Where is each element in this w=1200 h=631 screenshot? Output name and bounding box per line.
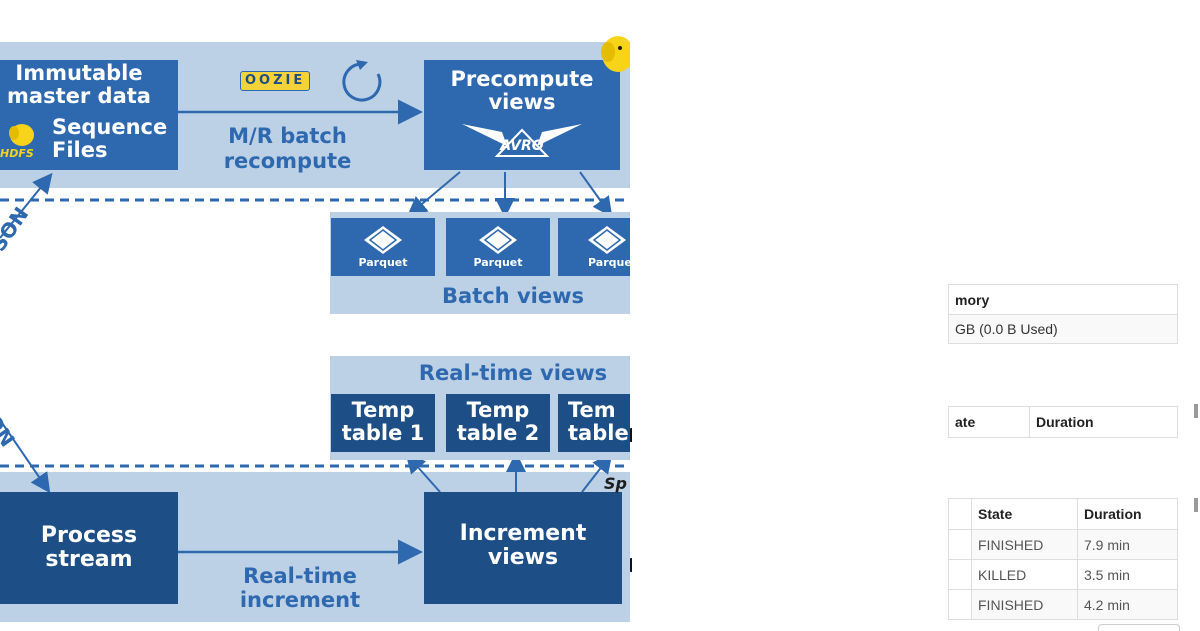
duration-column-header[interactable]: Duration (1084, 506, 1142, 522)
avro-logo: AVRO (457, 120, 587, 160)
batch-recompute-label: M/R batch recompute (200, 124, 375, 174)
sequence-files-line2: Files (52, 138, 108, 162)
app-state: FINISHED (972, 590, 1077, 619)
temp-table-2-line1: Temp (466, 398, 530, 422)
avro-wings-icon (462, 124, 582, 157)
increment-views-line1: Increment (459, 521, 587, 546)
realtime-increment-line1: Real-time (243, 564, 357, 588)
precompute-line1: Precompute (450, 67, 594, 91)
master-data-block: Immutable master data HDFS Sequence File… (0, 60, 178, 170)
temp-table-3: Tem table (558, 394, 630, 452)
parquet-icon (479, 226, 517, 254)
realtime-increment-label: Real-time increment (212, 564, 388, 612)
parquet-label: Parquet (358, 256, 408, 269)
hdfs-logo: HDFS (0, 117, 44, 161)
realtime-increment-line2: increment (239, 588, 361, 612)
state-column-header[interactable]: ate (955, 414, 976, 430)
app-duration: 3.5 min (1084, 566, 1130, 583)
running-apps-table: ate Duration (948, 406, 1178, 438)
parquet-label: Parquet (473, 256, 523, 269)
process-stream-line1: Process (40, 523, 138, 548)
sequence-files-line1: Sequence (52, 115, 168, 139)
batch-recompute-line1: M/R batch (228, 124, 347, 148)
memory-table: mory GB (0.0 B Used) (948, 284, 1178, 344)
spark-logo-fragment: Sp (604, 474, 627, 493)
scrollbar-thumb[interactable] (1194, 404, 1198, 418)
temp-table-1-line2: table 1 (341, 421, 425, 445)
state-column-header[interactable]: State (978, 506, 1013, 522)
parquet-icon (588, 226, 626, 254)
hadoop-elephant-icon (0, 124, 44, 160)
hdfs-logo-text: HDFS (0, 147, 34, 160)
temp-table-2: Temp table 2 (446, 394, 550, 452)
increment-views-block: Increment views (424, 492, 622, 604)
parquet-label: Parquet (588, 256, 630, 269)
parquet-tile-3: Parquet (558, 218, 630, 276)
temp-table-1-line1: Temp (351, 398, 415, 422)
app-state: KILLED (978, 566, 1027, 583)
precompute-views-block: Precompute views AVRO (424, 60, 620, 170)
master-data-line2: master data (7, 84, 151, 108)
process-stream-block: Process stream (0, 492, 178, 604)
connector-arrows (0, 60, 630, 565)
realtime-views-label: Real-time views (418, 361, 608, 385)
lambda-architecture-diagram: Immutable master data HDFS Sequence File… (0, 36, 630, 622)
parquet-icon (364, 226, 402, 254)
batch-recompute-line2: recompute (223, 149, 352, 173)
scrollbar-thumb[interactable] (1194, 498, 1198, 512)
batch-views-label: Batch views (442, 284, 584, 308)
parquet-tile-1: Parquet (331, 218, 435, 276)
temp-table-1: Temp table 1 (331, 394, 435, 452)
precompute-line2: views (488, 90, 556, 114)
spark-master-web-ui: mory GB (0.0 B Used) ate Duration State … (632, 0, 1200, 631)
completed-apps-table: State Duration FINISHED 7.9 min KILLED 3… (948, 498, 1178, 620)
avro-logo-text: AVRO (500, 138, 544, 154)
temp-table-3-line2: table (568, 421, 629, 445)
memory-value: GB (0.0 B Used) (949, 315, 1177, 343)
process-stream-line2: stream (45, 547, 133, 572)
pagination-button[interactable] (1098, 624, 1180, 631)
memory-header: mory (955, 291, 990, 308)
oozie-logo: OOZIE (240, 71, 311, 91)
temp-table-2-line2: table 2 (456, 421, 540, 445)
app-duration: 7.9 min (1078, 530, 1177, 559)
hadoop-elephant-icon (601, 36, 630, 72)
app-duration: 4.2 min (1078, 590, 1177, 619)
temp-table-3-line1: Tem (568, 398, 616, 422)
app-state: FINISHED (972, 530, 1077, 559)
parquet-tile-2: Parquet (446, 218, 550, 276)
master-data-line1: Immutable (15, 61, 143, 85)
increment-views-line2: views (487, 545, 559, 570)
duration-column-header[interactable]: Duration (1036, 414, 1094, 430)
